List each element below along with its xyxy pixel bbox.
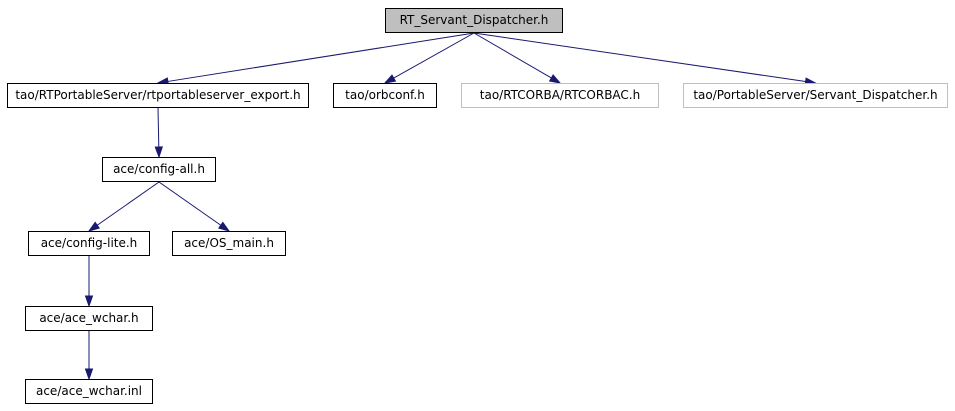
arrowhead-config_lite-to-ace_wchar_h xyxy=(84,295,94,308)
node-ace-wchar-h[interactable]: ace/ace_wchar.h xyxy=(25,306,153,331)
edge-rt_servant_dispatcher-to-servant_dispatcher xyxy=(473,32,806,83)
arrowhead-rtportableserver_export-to-config_all xyxy=(154,146,163,159)
node-rt-servant-dispatcher: RT_Servant_Dispatcher.h xyxy=(385,8,563,33)
node-ace-wchar-inl[interactable]: ace/ace_wchar.inl xyxy=(25,379,153,404)
node-config-lite[interactable]: ace/config-lite.h xyxy=(28,231,150,256)
arrowhead-config_all-to-os_main xyxy=(217,221,231,232)
node-orbconf[interactable]: tao/orbconf.h xyxy=(333,83,437,108)
arrowhead-config_all-to-config_lite xyxy=(87,221,101,232)
node-rtcorbac: tao/RTCORBA/RTCORBAC.h xyxy=(461,83,659,108)
node-os-main[interactable]: ace/OS_main.h xyxy=(172,231,286,256)
edge-config_all-to-config_lite xyxy=(96,181,160,226)
node-servant-dispatcher: tao/PortableServer/Servant_Dispatcher.h xyxy=(683,83,948,108)
arrowhead-ace_wchar_h-to-ace_wchar_inl xyxy=(84,368,94,381)
edge-rt_servant_dispatcher-to-rtcorbac xyxy=(473,32,552,79)
edge-rtportableserver_export-to-config_all xyxy=(157,107,160,148)
node-config-all[interactable]: ace/config-all.h xyxy=(102,157,216,182)
edge-rt_servant_dispatcher-to-rtportableserver_export xyxy=(167,32,475,82)
arrowhead-rt_servant_dispatcher-to-orbconf xyxy=(383,74,397,84)
node-rtportableserver-export[interactable]: tao/RTPortableServer/rtportableserver_ex… xyxy=(7,83,309,108)
edge-config_all-to-os_main xyxy=(158,181,222,226)
arrowhead-rt_servant_dispatcher-to-rtcorbac xyxy=(548,74,562,84)
edge-rt_servant_dispatcher-to-orbconf xyxy=(393,32,475,79)
